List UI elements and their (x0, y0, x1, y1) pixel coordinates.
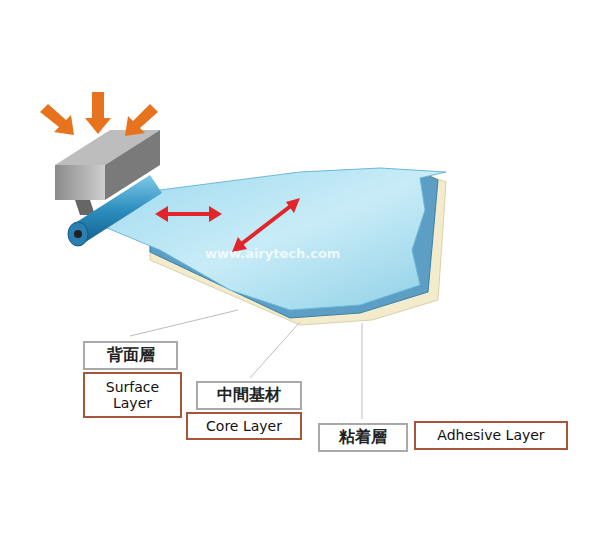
layer-name-box: Adhesive Layer (414, 421, 568, 450)
layer-name: 中間基材 (217, 385, 281, 406)
layer-name: Surface Layer (93, 379, 172, 411)
layer-name: 背面層 (107, 345, 155, 366)
layer-name-box: Core Layer (186, 412, 302, 440)
layer-name: Core Layer (206, 418, 282, 434)
watermark-text: www.airytech.com (205, 246, 340, 261)
layer-name-box: 背面層 (83, 341, 178, 370)
watermark: www.airytech.com (205, 246, 340, 261)
layer-name-box: 中間基材 (196, 381, 302, 410)
layer-name-box: Surface Layer (83, 372, 182, 418)
layer-name: Adhesive Layer (437, 427, 544, 443)
layer-name: 粘着層 (339, 427, 387, 448)
layer-name-box: 粘着層 (318, 423, 408, 452)
